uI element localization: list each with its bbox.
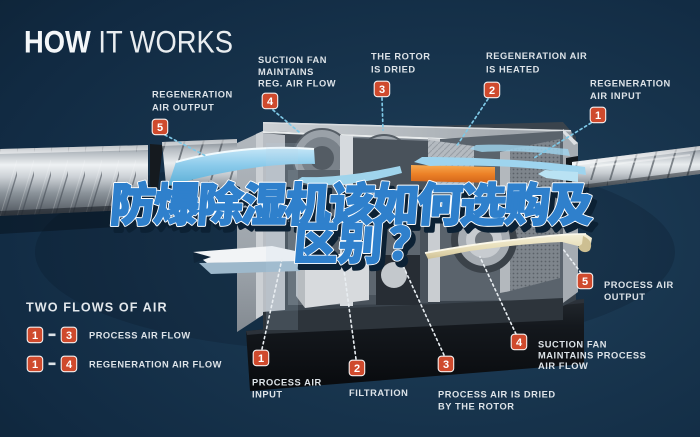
svg-text:REGENERATION: REGENERATION bbox=[152, 90, 233, 100]
svg-text:REG. AIR FLOW: REG. AIR FLOW bbox=[258, 79, 336, 89]
svg-text:IS HEATED: IS HEATED bbox=[486, 64, 540, 74]
svg-text:MAINTAINS: MAINTAINS bbox=[258, 67, 314, 77]
svg-text:SUCTION FAN: SUCTION FAN bbox=[538, 340, 607, 350]
svg-text:IS DRIED: IS DRIED bbox=[371, 64, 416, 74]
svg-text:AIR OUTPUT: AIR OUTPUT bbox=[152, 103, 214, 113]
svg-text:OUTPUT: OUTPUT bbox=[604, 292, 646, 302]
svg-text:REGENERATION: REGENERATION bbox=[590, 78, 671, 88]
svg-text:FILTRATION: FILTRATION bbox=[349, 388, 408, 398]
svg-text:MAINTAINS PROCESS: MAINTAINS PROCESS bbox=[538, 350, 646, 360]
svg-text:INPUT: INPUT bbox=[252, 390, 283, 400]
svg-text:REGENERATION AIR FLOW: REGENERATION AIR FLOW bbox=[89, 359, 222, 369]
svg-text:AIR INPUT: AIR INPUT bbox=[590, 91, 641, 101]
svg-text:REGENERATION AIR: REGENERATION AIR bbox=[486, 51, 587, 61]
svg-text:2: 2 bbox=[489, 85, 495, 97]
svg-text:3: 3 bbox=[443, 359, 449, 371]
svg-text:1: 1 bbox=[258, 353, 264, 365]
svg-text:4: 4 bbox=[516, 337, 523, 349]
svg-text:4: 4 bbox=[267, 96, 274, 108]
svg-text:AIR FLOW: AIR FLOW bbox=[538, 361, 588, 371]
svg-text:SUCTION FAN: SUCTION FAN bbox=[258, 55, 327, 65]
svg-text:BY THE ROTOR: BY THE ROTOR bbox=[438, 402, 515, 412]
svg-text:PROCESS AIR: PROCESS AIR bbox=[252, 378, 322, 388]
svg-text:PROCESS AIR IS DRIED: PROCESS AIR IS DRIED bbox=[438, 389, 556, 399]
svg-text:4: 4 bbox=[66, 359, 73, 371]
svg-text:1: 1 bbox=[595, 110, 601, 122]
svg-text:1: 1 bbox=[32, 330, 38, 342]
svg-text:3: 3 bbox=[379, 84, 385, 96]
svg-text:HOW IT WORKS: HOW IT WORKS bbox=[24, 24, 233, 60]
svg-text:PROCESS AIR FLOW: PROCESS AIR FLOW bbox=[89, 330, 191, 340]
svg-text:5: 5 bbox=[157, 122, 163, 134]
svg-text:PROCESS AIR: PROCESS AIR bbox=[604, 280, 674, 290]
svg-text:2: 2 bbox=[354, 363, 360, 375]
svg-text:TWO FLOWS OF AIR: TWO FLOWS OF AIR bbox=[26, 301, 168, 315]
svg-text:5: 5 bbox=[582, 276, 588, 288]
svg-text:1: 1 bbox=[32, 359, 38, 371]
svg-text:3: 3 bbox=[66, 330, 72, 342]
svg-text:THE ROTOR: THE ROTOR bbox=[371, 51, 431, 61]
